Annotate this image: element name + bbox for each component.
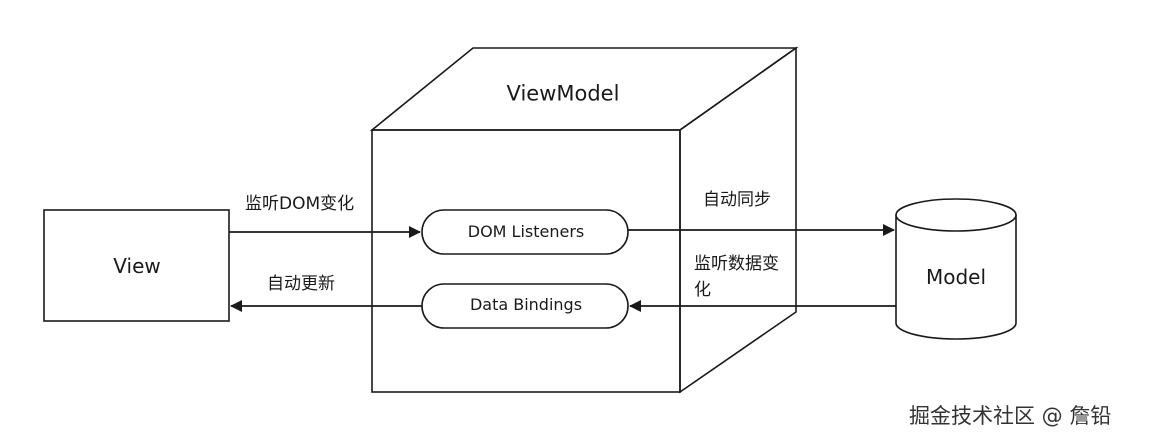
edge-label-listeners-to-model: 自动同步 [703, 190, 771, 210]
dom-listeners-label: DOM Listeners [467, 222, 585, 241]
watermark: 掘金技术社区 @ 詹铅 [909, 404, 1112, 428]
model-cylinder-top [895, 198, 1017, 232]
edge-label-bindings-to-view: 自动更新 [267, 274, 335, 294]
data-bindings-label: Data Bindings [469, 295, 583, 314]
model-label: Model [925, 265, 987, 289]
view-label: View [113, 254, 161, 278]
model-cylinder [895, 198, 1017, 340]
view-box [43, 209, 230, 322]
viewmodel-cube-front [371, 129, 681, 393]
viewmodel-cube-side [679, 46, 797, 394]
edge-label-model-to-bindings: 监听数据变化 [694, 254, 779, 300]
viewmodel-title: ViewModel [506, 81, 620, 106]
edge-label-view-to-listeners: 监听DOM变化 [245, 194, 355, 214]
model-cylinder-body [895, 215, 1017, 340]
viewmodel-cube [369, 46, 799, 394]
dom-listeners-pill [421, 209, 629, 255]
